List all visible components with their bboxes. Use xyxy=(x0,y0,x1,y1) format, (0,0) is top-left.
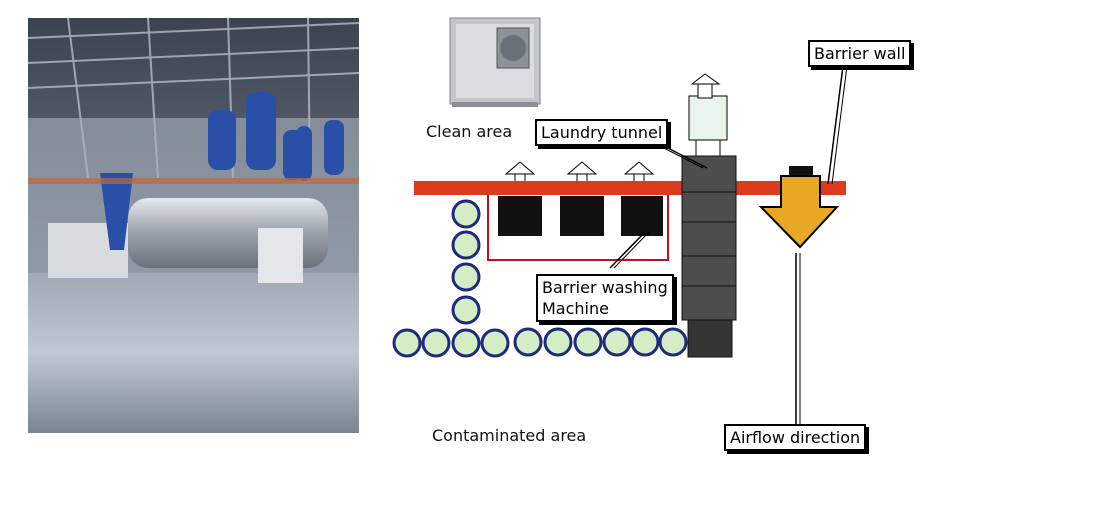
barrier-washing-label-line1: Barrier washing xyxy=(542,278,668,297)
airflow-direction-label: Airflow direction xyxy=(730,428,861,447)
airflow-arrow-icon xyxy=(758,166,840,249)
airflow-direction-callout: Airflow direction xyxy=(724,424,867,451)
contaminated-area-label: Contaminated area xyxy=(432,426,587,445)
barrier-washing-label-line2: Machine xyxy=(542,299,609,318)
barrier-wall xyxy=(414,181,846,195)
up-arrow-icon xyxy=(623,161,655,187)
laundry-facility-photo xyxy=(28,18,359,433)
washing-machine-illustration xyxy=(449,17,541,107)
laundry-tunnel-callout: Laundry tunnel xyxy=(535,119,669,146)
laundry-tunnel-label: Laundry tunnel xyxy=(541,123,663,142)
barrier-washing-machine-callout: Barrier washing Machine xyxy=(536,274,674,322)
laundry-tunnel xyxy=(681,73,737,358)
clean-area-label: Clean area xyxy=(426,122,513,141)
laundry-bags xyxy=(392,199,688,358)
barrier-washing-machines xyxy=(498,196,663,236)
barrier-wall-callout: Barrier wall xyxy=(808,40,912,67)
barrier-wall-label: Barrier wall xyxy=(814,44,906,63)
